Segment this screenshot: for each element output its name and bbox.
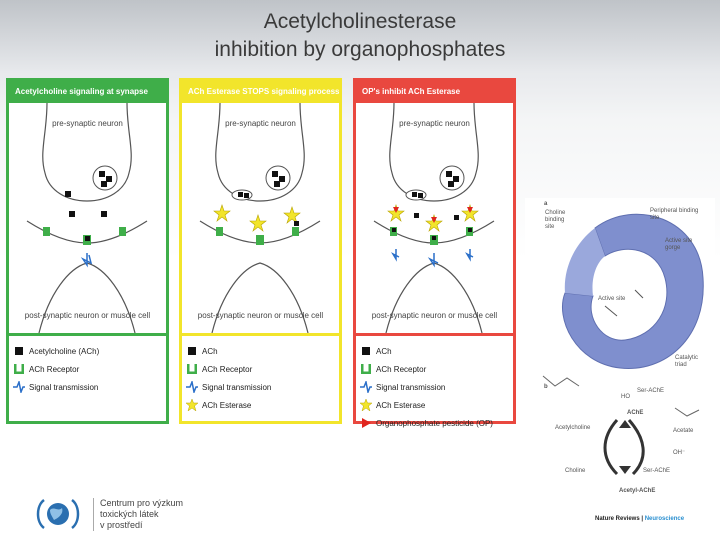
ach-square-icon [9,347,29,355]
label-ser-ache-bottom: Ser-AChE [643,468,671,474]
pre-synaptic-label: pre-synaptic neuron [399,119,470,128]
legend: ACh ACh Receptor Signal transmission ACh… [356,333,513,432]
panel-header: Acetylcholine signaling at synapse [9,81,166,103]
synapse-diagram [26,103,148,333]
label-catalytic-triad: Catalytic triad [675,355,699,368]
legend-item-ach: Acetylcholine (ACh) [9,342,166,360]
label-oh-minus: OH⁻ [673,450,686,456]
label-acetylcholine: Acetylcholine [555,425,591,431]
receptor-icon [182,364,202,374]
label-active-site-gorge: Active site gorge [665,238,693,251]
legend-item-op: Organophosphate pesticide (OP) [356,414,513,432]
legend-item-ach: ACh [182,342,339,360]
panel-signaling: Acetylcholine signaling at synapse pre-s… [6,78,169,424]
synapse-diagram [373,103,495,333]
figure-label-b: b [544,384,548,390]
figure-label-a: a [544,201,548,207]
label-choline: Choline [565,468,586,474]
legend-item-esterase: ACh Esterase [182,396,339,414]
logo-line-2: toxických látek [100,509,159,519]
legend: ACh ACh Receptor Signal transmission ACh… [182,333,339,414]
ache-structure-figure: a Choline binding site Peripheral bindin… [525,198,715,526]
logo-text: Centrum pro výzkum toxických látek v pro… [93,498,183,531]
slide-title: Acetylcholinesterase inhibition by organ… [0,8,720,64]
label-ache: AChE [627,410,644,416]
logo-line-1: Centrum pro výzkum [100,498,184,508]
ache-diagram [542,213,704,476]
ach-square-icon [182,347,202,355]
legend-item-signal: Signal transmission [182,378,339,396]
synapse-diagram [199,103,321,333]
panel-esterase: ACh Esterase STOPS signaling process pre… [179,78,342,424]
label-acetate: Acetate [673,428,694,434]
signal-icon [356,381,376,393]
pre-synaptic-label: pre-synaptic neuron [225,119,296,128]
label-peripheral-binding-site: Peripheral binding site [650,208,699,221]
panel-op-inhibit: OP's inhibit ACh Esterase pre-synaptic n… [353,78,516,428]
post-synaptic-label: post-synaptic neuron or muscle cell [371,311,498,320]
title-line-2: inhibition by organophosphates [214,38,506,61]
legend-item-receptor: ACh Receptor [9,360,166,378]
recetox-logo-icon [36,499,80,529]
logo-line-3: v prostředí [100,520,143,530]
legend-item-signal: Signal transmission [356,378,513,396]
label-active-site: Active site [598,296,626,302]
pre-synaptic-label: pre-synaptic neuron [52,119,123,128]
post-synaptic-label: post-synaptic neuron or muscle cell [24,311,151,320]
ach-square-icon [356,347,376,355]
panel-header: ACh Esterase STOPS signaling process [182,81,339,103]
legend-item-esterase: ACh Esterase [356,396,513,414]
legend-item-ach: ACh [356,342,513,360]
figure-credit: Nature Reviews | Neuroscience [595,516,685,522]
signal-icon [182,381,202,393]
signal-icon [9,381,29,393]
label-ho: HO [621,394,630,400]
receptor-icon [356,364,376,374]
post-synaptic-label: post-synaptic neuron or muscle cell [197,311,324,320]
credit-journal: Nature Reviews [595,516,640,522]
triangle-icon [356,418,376,428]
receptor-icon [9,364,29,374]
legend-item-receptor: ACh Receptor [356,360,513,378]
legend-item-signal: Signal transmission [9,378,166,396]
legend-item-receptor: ACh Receptor [182,360,339,378]
credit-section: Neuroscience [644,516,685,522]
title-line-1: Acetylcholinesterase [263,10,457,33]
label-acetyl-ache: Acetyl-AChE [619,488,656,494]
star-icon [182,399,202,411]
star-icon [356,399,376,411]
label-ser-ache-top: Ser-AChE [637,388,665,394]
label-choline-binding-site: Choline binding site [545,210,566,230]
panel-header: OP's inhibit ACh Esterase [356,81,513,103]
legend: Acetylcholine (ACh) ACh Receptor Signal … [9,333,166,396]
